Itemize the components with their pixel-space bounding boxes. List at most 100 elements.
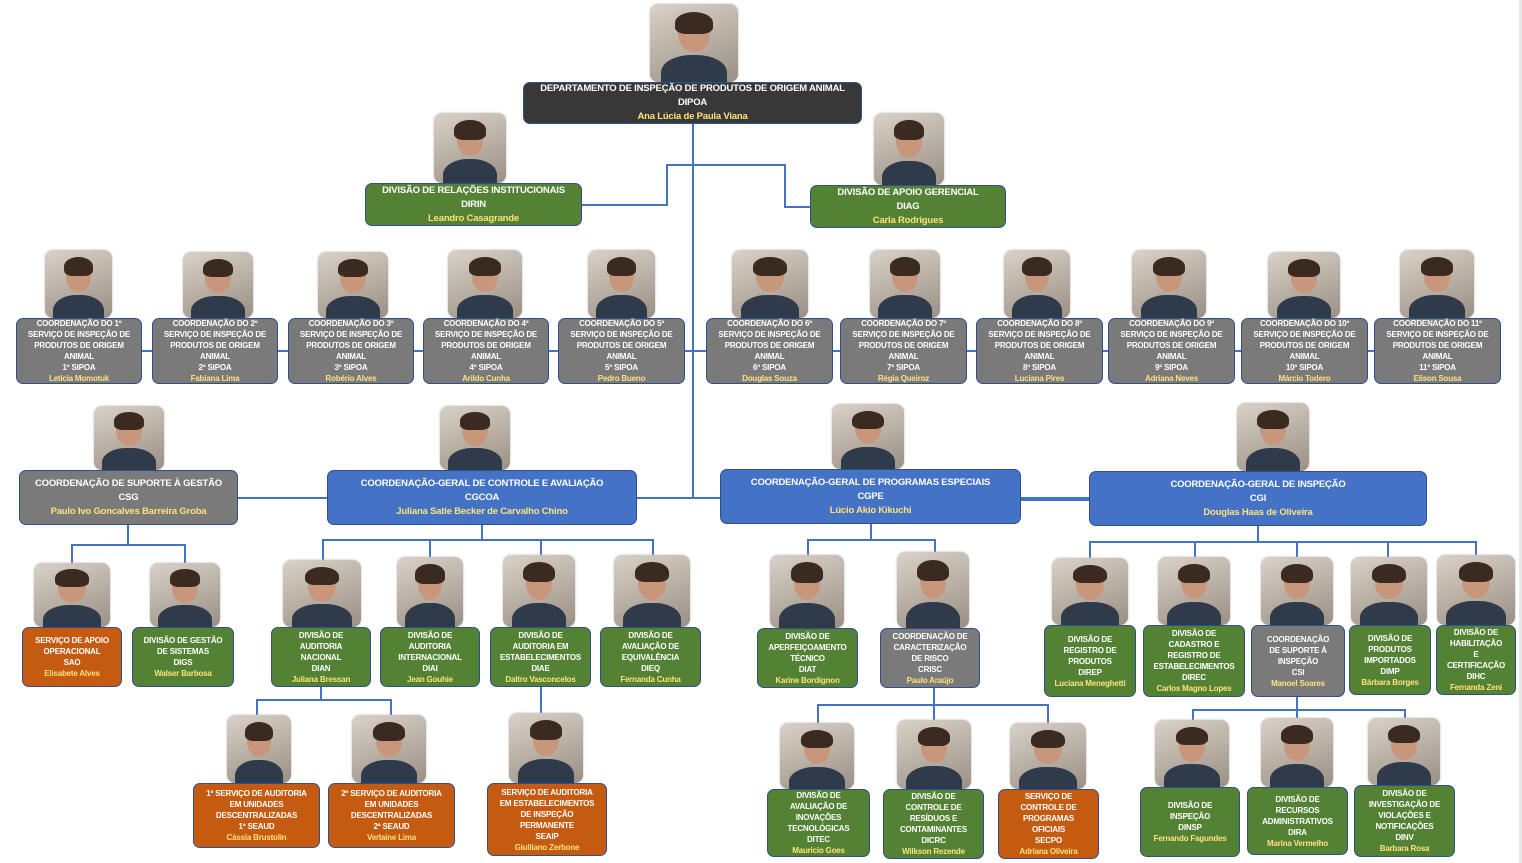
- unit-title-line: 2º SERVIÇO DE AUDITORIA: [341, 789, 442, 798]
- org-unit-cgpe[interactable]: COORDENAÇÃO-GERAL DE PROGRAMAS ESPECIAIS…: [720, 469, 1021, 524]
- person-silhouette-icon: [511, 602, 567, 627]
- unit-head-name: Paulo Ivo Goncalves Barreira Groba: [50, 505, 207, 517]
- avatar-photo: [352, 715, 426, 783]
- person-silhouette-icon: [878, 294, 932, 318]
- unit-title-line: SERVIÇO DE INSPEÇÃO DE: [1386, 330, 1489, 339]
- unit-head-name: Adriana Neves: [1145, 374, 1198, 383]
- unit-head-name: Fabiana Lima: [190, 374, 240, 383]
- unit-head-name: Leandro Casagrande: [428, 212, 519, 224]
- person-silhouette-icon: [234, 759, 284, 783]
- unit-title-line: DIREC: [1182, 673, 1206, 682]
- unit-title-line: AUDITORIA: [299, 641, 343, 651]
- unit-title-line: DIVISÃO DE: [1167, 801, 1213, 810]
- unit-title-line: INTERNACIONAL: [398, 652, 462, 662]
- connector-line: [870, 523, 872, 541]
- unit-title-line: HABILITAÇÃO: [1449, 639, 1503, 648]
- connector-line: [1404, 709, 1406, 719]
- unit-head-name: Adriana Oliveira: [1019, 847, 1078, 856]
- unit-title-line: DE INSPEÇÃO: [520, 809, 574, 819]
- unit-title-line: DITEC: [806, 835, 830, 844]
- avatar-photo: [1132, 250, 1206, 318]
- unit-title-line: COORDENAÇÃO DO 1º: [36, 319, 122, 328]
- unit-title-line: DIVISÃO DE: [407, 630, 453, 640]
- unit-title-line: APERFEIÇOAMENTO: [768, 642, 847, 652]
- org-unit-dipoa[interactable]: DEPARTAMENTO DE INSPEÇÃO DE PRODUTOS DE …: [523, 82, 862, 124]
- avatar-photo: [780, 723, 854, 789]
- unit-title-line: TECNOLÓGICAS: [787, 824, 850, 833]
- avatar-photo: [588, 250, 655, 318]
- avatar-photo: [283, 560, 361, 627]
- avatar-photo: [183, 252, 253, 318]
- unit-head-name: Verlaine Lima: [367, 833, 416, 842]
- avatar-photo: [448, 250, 522, 318]
- connector-line: [1194, 541, 1196, 558]
- unit-title-line: SERVIÇO DE INSPEÇÃO DE: [434, 330, 538, 339]
- page-edge: [1519, 0, 1522, 863]
- unit-title-line: DIVISÃO DE: [796, 791, 841, 800]
- unit-title-line: 4º SIPOA: [469, 363, 503, 372]
- unit-title-line: PRODUTOS DE ORIGEM: [441, 341, 531, 350]
- connector-line: [127, 524, 129, 546]
- person-silhouette-icon: [456, 294, 514, 318]
- person-silhouette-icon: [360, 759, 418, 783]
- unit-title-line: COORDENAÇÃO DO 9º: [1129, 319, 1214, 328]
- unit-head-name: Douglas Haas de Oliveira: [1203, 506, 1313, 518]
- unit-title-line: DIVISÃO DE: [1382, 789, 1427, 798]
- avatar-photo: [1400, 250, 1474, 318]
- person-silhouette-icon: [1281, 724, 1313, 745]
- connector-line: [184, 544, 186, 564]
- unit-title-line: COORDENAÇÃO DO 7º: [861, 319, 946, 328]
- connector-line: [237, 497, 328, 499]
- unit-title-line: ANIMAL: [471, 352, 501, 361]
- unit-head-name: Cássia Brustolin: [226, 833, 287, 842]
- unit-title-line: PRODUTOS DE ORIGEM: [170, 341, 260, 350]
- person-silhouette-icon: [1031, 729, 1065, 749]
- connector-line: [636, 497, 721, 499]
- unit-title-line: 2º SIPOA: [198, 363, 232, 372]
- connector-line: [1257, 525, 1259, 543]
- unit-title-line: IMPORTADOS: [1364, 655, 1416, 665]
- org-unit-cgcoa[interactable]: COORDENAÇÃO-GERAL DE CONTROLE E AVALIAÇÃ…: [327, 470, 637, 525]
- person-silhouette-icon: [442, 159, 498, 183]
- person-silhouette-icon: [326, 295, 380, 318]
- unit-title-line: DICRC: [921, 836, 946, 845]
- unit-head-name: Fernando Fagundes: [1153, 834, 1227, 843]
